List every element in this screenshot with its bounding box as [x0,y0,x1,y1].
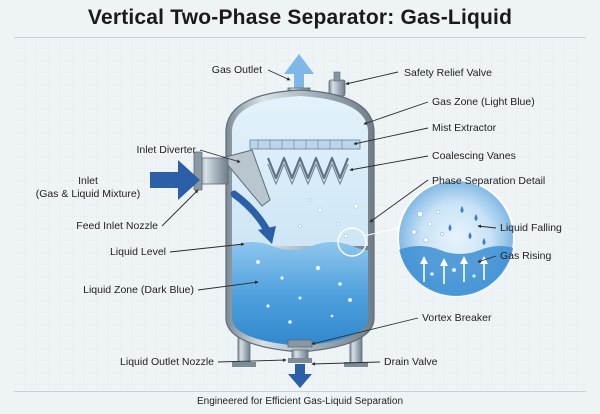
feed-inlet-nozzle [193,151,229,191]
label-drain-valve: Drain Valve [384,356,438,368]
gas-outlet-arrow [284,54,314,92]
phase-separation-detail [397,179,515,297]
diverter-flow-arrowhead [258,226,276,244]
label-feed-inlet-nozzle: Feed Inlet Nozzle [76,220,158,232]
label-vortex-breaker: Vortex Breaker [422,312,492,324]
label-safety-relief-valve: Safety Relief Valve [404,67,492,79]
inlet-diverter [221,149,271,207]
label-gas-rising: Gas Rising [500,250,552,262]
footer-divider [14,391,586,392]
label-mist-extractor: Mist Extractor [432,122,497,134]
label-coalescing-vanes: Coalescing Vanes [432,150,516,162]
footer-caption: Engineered for Efficient Gas-Liquid Sepa… [196,396,404,407]
label-liquid-falling: Liquid Falling [500,222,562,234]
label-liquid-level: Liquid Level [110,246,166,258]
mist-extractor [249,139,361,150]
label-liquid-outlet-nozzle: Liquid Outlet Nozzle [120,356,214,368]
vessel-interior [232,96,368,346]
label-inlet: Inlet [78,175,98,187]
inlet-flow-arrow [150,160,200,200]
label-gas-outlet: Gas Outlet [212,64,262,76]
detail-connector [363,227,399,237]
leader-lines [161,69,497,366]
title-divider [14,37,586,38]
diagram-title: Vertical Two-Phase Separator: Gas-Liquid [87,6,513,29]
detail-callout-source [337,227,367,257]
label-inlet-mixture: (Gas & Liquid Mixture) [36,188,140,200]
coalescing-vanes [266,156,350,185]
label-inlet-diverter: Inlet Diverter [136,144,196,156]
label-gas-zone: Gas Zone (Light Blue) [432,96,535,108]
liquid-outlet [288,349,312,388]
label-liquid-zone: Liquid Zone (Dark Blue) [83,284,194,296]
label-phase-separation-detail: Phase Separation Detail [432,175,545,187]
liquid-zone [232,242,368,346]
vortex-breaker [287,339,313,348]
